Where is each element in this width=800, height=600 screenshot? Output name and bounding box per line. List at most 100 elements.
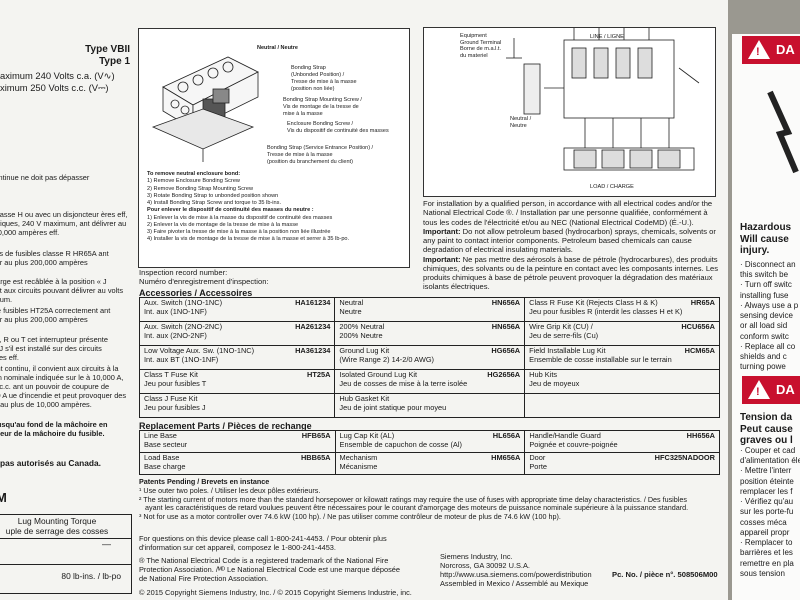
- product-label: Type VBII Type 1 aximum 240 Volts c.a. (…: [0, 0, 728, 600]
- part-description-fr: Int. aux (1NO-1NF): [144, 306, 207, 316]
- left-para-9: pas autorisés au Canada.: [0, 458, 102, 468]
- left-para-5: teur de fusibles HT25A correctement ant …: [0, 306, 111, 325]
- voltage-ac: aximum 240 Volts c.a. (V∿): [0, 70, 115, 81]
- footer-trademark: ® The National Electrical Code is a regi…: [139, 556, 400, 584]
- table-cell: [524, 393, 720, 418]
- replacement-table: Line Base HFB65A Base secteur Lug Cap Kit (…: [139, 430, 720, 475]
- part-description-fr: Ensemble de cosse installable sur le ter…: [529, 354, 672, 364]
- piece-number: Pc. No. / pièce n°. 508506M00: [612, 570, 718, 579]
- part-description: Class J Fuse Kit: [144, 394, 198, 403]
- part-description-fr: (Wire Range 2) 14-2/0 AWG): [339, 354, 435, 364]
- part-description: Aux. Switch (2NO-2NC): [144, 322, 223, 331]
- install-para: For installation by a qualified person, …: [423, 199, 713, 227]
- part-description-fr: Jeu pour fusibles T: [144, 378, 207, 388]
- part-description: Mechanism: [339, 453, 378, 462]
- part-description: Aux. Switch (1NO-1NC): [144, 298, 223, 307]
- part-description-fr: Base charge: [144, 461, 186, 471]
- mounting-screw-label: Bonding Strap Mounting Screw /Vis de mon…: [283, 97, 362, 117]
- part-description-fr: Base secteur: [144, 439, 188, 449]
- part-description-fr: Jeu de serre-fils (Cu): [529, 330, 599, 340]
- part-description: Low Voltage Aux. Sw. (1NO-1NC): [144, 346, 255, 355]
- part-description-fr: Jeu pour fusibles J: [144, 402, 206, 412]
- type-rating-1: Type VBII: [85, 44, 130, 55]
- part-description-fr: Jeu de moyeux: [529, 378, 580, 388]
- catalog-number: HG656A: [491, 346, 521, 355]
- part-description: Neutral: [339, 298, 364, 307]
- danger-header-en: ! DA: [742, 36, 800, 64]
- voltage-dc: ximum 250 Volts c.c. (V⎓): [0, 82, 109, 93]
- part-description: 200% Neutral: [339, 322, 385, 331]
- part-description: Hub Gasket Kit: [339, 394, 390, 403]
- part-description-fr: Jeu de cosses de mise à la terre isolée: [339, 378, 468, 388]
- catalog-number: HM656A: [491, 453, 521, 462]
- part-description: Isolated Ground Lug Kit: [339, 370, 418, 379]
- neutral-label: Neutral / Neutre: [257, 45, 298, 51]
- wiring-schematic: [506, 28, 700, 171]
- part-description-fr: Int. aux (2NO-2NF): [144, 330, 207, 340]
- part-description: Field Installable Lug Kit: [529, 346, 606, 355]
- bond-removal-instructions: To remove neutral enclosure bond: 1) Rem…: [147, 171, 350, 243]
- catalog-number: HT25A: [307, 370, 331, 379]
- part-description: Hub Kits: [529, 370, 558, 379]
- catalog-number: HBB65A: [300, 453, 331, 462]
- important-en: Important: Do not allow petroleum based …: [423, 226, 716, 255]
- catalog-number: HA261234: [295, 322, 331, 331]
- shock-hazard-icon: [767, 90, 799, 174]
- catalog-number: HFB65A: [301, 431, 331, 440]
- part-description: Line Base: [144, 431, 177, 440]
- catalog-number: HFC325NADOOR: [654, 453, 715, 462]
- warning-triangle-icon: [748, 40, 770, 59]
- catalog-number: HL656A: [492, 431, 521, 440]
- part-description-fr: Ensemble de capuchon de cosse (Al): [339, 439, 462, 449]
- catalog-number: HN656A: [491, 322, 521, 331]
- catalog-number: HA361234: [295, 346, 331, 355]
- table-cell: Class R Fuse Kit (Rejects Class H & K)HR…: [524, 297, 720, 322]
- catalog-number: HR65A: [690, 298, 715, 307]
- hazard-list-en: · Disconnect an this switch be· Turn off…: [740, 260, 799, 372]
- part-description: Handle/Handle Guard: [529, 431, 601, 440]
- table-cell: Class T Fuse Kit HT25A Jeu pour fusibles T: [138, 369, 336, 394]
- part-description-fr: Porte: [529, 461, 547, 471]
- left-para-6: asse J, R ou T cet interrupteur présente…: [0, 335, 108, 363]
- neutral-bonding-diagram: Neutral / Neutre Bonding Strap(Unbonded …: [138, 28, 410, 268]
- left-para-3: douilles de fusibles classe R HR65A ant …: [0, 249, 109, 268]
- part-description-fr: Jeu pour fusibles R (interdit les classe…: [529, 306, 683, 316]
- part-description: Class T Fuse Kit: [144, 370, 198, 379]
- footer-copyright: © 2015 Copyright Siemens Industry, Inc. …: [139, 588, 412, 597]
- left-para-8: ibile jusqu'au fond de la mâchoire en su…: [0, 420, 108, 439]
- part-description-fr: Int. aux BT (1NO-1NF): [144, 354, 219, 364]
- left-para-7: courant continu, il convient aux circuit…: [0, 364, 127, 410]
- table-row: Line Base HFB65A Base secteur Lug Cap Kit (…: [139, 430, 720, 453]
- part-description: Lug Cap Kit (AL): [339, 431, 395, 440]
- service-strap-label: Bonding Strap (Service Entrance Position…: [267, 145, 374, 165]
- catalog-number: HH656A: [686, 431, 715, 440]
- footer-address: Siemens Industry, Inc.Norcross, GA 30092…: [440, 552, 592, 589]
- neutral-assembly-illustration: [151, 56, 259, 162]
- hazard-list-fr: · Couper et cad d'alimentation éle· Mett…: [740, 446, 800, 578]
- table-cell: Lug Cap Kit (AL) HL656A Ensemble de capuch…: [334, 430, 526, 453]
- left-para-2: e de classe H ou avec un disjoncteur ère…: [0, 210, 128, 238]
- part-description: Wire Grip Kit (CU) /: [529, 322, 593, 331]
- lug-torque-table: Lug Mounting Torque uple de serrage des …: [0, 514, 132, 594]
- replacement-title: Replacement Parts / Pièces de rechange: [139, 421, 312, 431]
- footer-questions: For questions on this device please call…: [139, 534, 387, 553]
- patents-notes: Patents Pending / Brevets en instance ¹ …: [139, 477, 689, 522]
